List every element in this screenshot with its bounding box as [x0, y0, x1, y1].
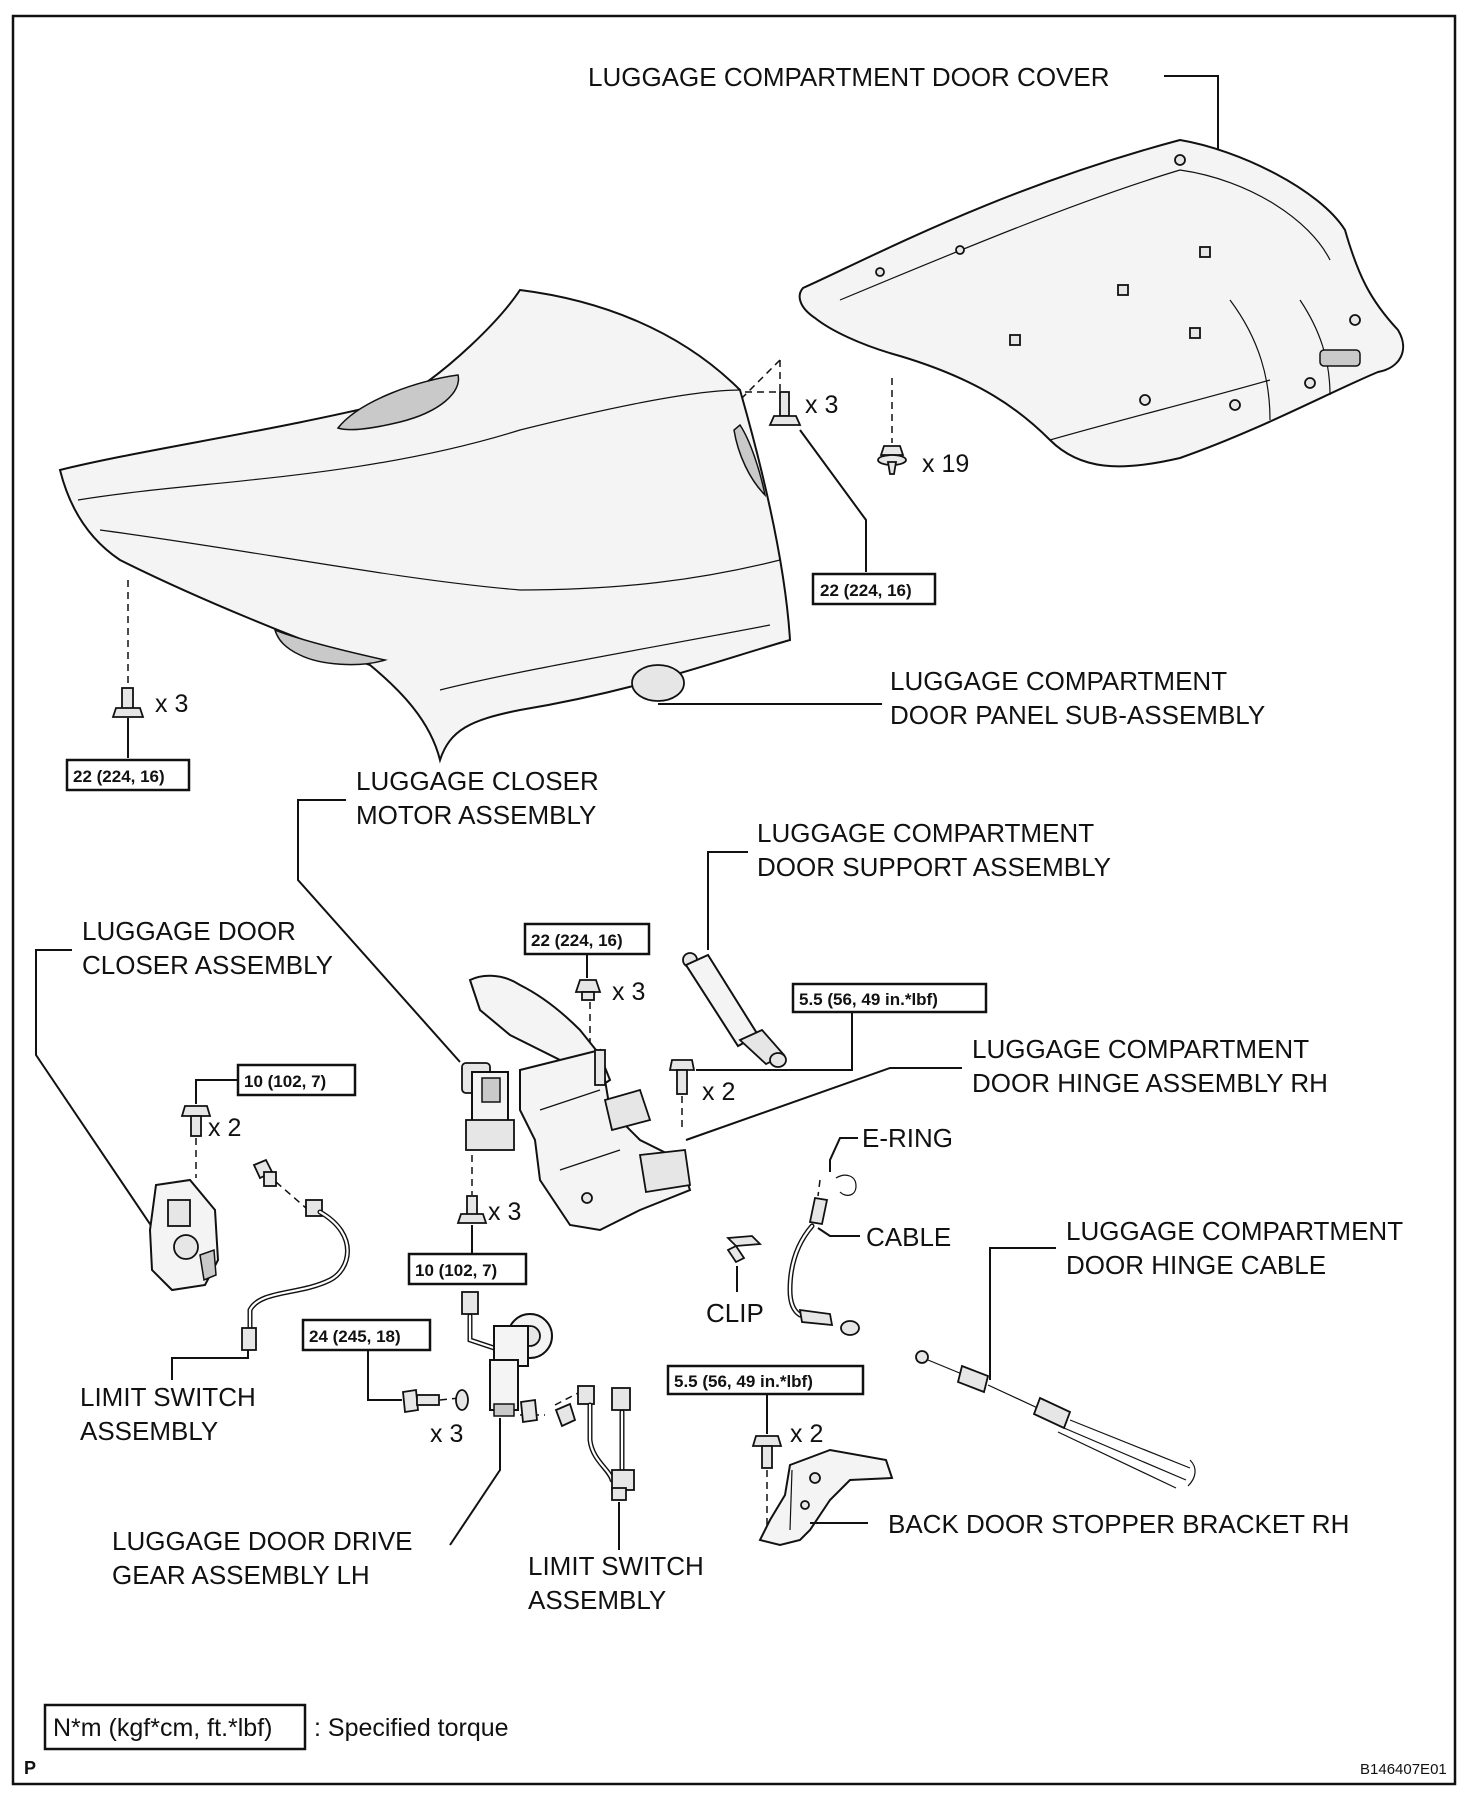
leader-support-bolt — [696, 1012, 853, 1071]
label-hinge-cable-2: DOOR HINGE CABLE — [1066, 1250, 1326, 1280]
support-illustration — [682, 952, 787, 1068]
torque-cover: 22 (224, 16) — [820, 581, 912, 600]
cable-illustration — [787, 1179, 860, 1336]
qty-cover-bolt: x 3 — [805, 391, 838, 419]
torque-closer: 10 (102, 7) — [244, 1072, 326, 1091]
limit-switch-left-illustration — [241, 1158, 350, 1351]
qty-closer-bolt: x 2 — [208, 1114, 241, 1142]
stopper-bolt-icon — [751, 1435, 783, 1528]
leader-limit-switch-left — [171, 1350, 249, 1380]
leader-gear-bolt — [367, 1350, 402, 1401]
label-door-closer-1: LUGGAGE DOOR — [82, 916, 296, 946]
torque-box-motor — [407, 1252, 528, 1286]
hinge-rh-illustration — [468, 974, 692, 1232]
label-closer-motor-2: MOTOR ASSEMBLY — [356, 800, 596, 830]
page-mark: P — [24, 1758, 36, 1778]
torque-box-cover — [811, 572, 937, 606]
torque-hinge: 22 (224, 16) — [531, 931, 623, 950]
clip-icon — [725, 1235, 763, 1264]
label-stopper-bracket: BACK DOOR STOPPER BRACKET RH — [888, 1509, 1349, 1539]
leader-closer-motor — [297, 799, 461, 1063]
leader-cable — [817, 1227, 860, 1237]
limit-switch-center-illustration — [520, 1385, 635, 1501]
label-limit-switch-center-1: LIMIT SWITCH — [528, 1551, 704, 1581]
label-support-1: LUGGAGE COMPARTMENT — [757, 818, 1094, 848]
leader-door-closer — [35, 949, 155, 1231]
label-e-ring: E-RING — [862, 1123, 953, 1153]
label-hinge-rh-1: LUGGAGE COMPARTMENT — [972, 1034, 1309, 1064]
label-door-panel-2: DOOR PANEL SUB-ASSEMBLY — [890, 700, 1265, 730]
label-limit-switch-left-1: LIMIT SWITCH — [80, 1382, 256, 1412]
leader-closer-bolt — [195, 1079, 238, 1104]
leader-hinge-cable — [989, 1247, 1056, 1380]
closer-bolt-icon — [180, 1105, 212, 1178]
label-drive-gear-1: LUGGAGE DOOR DRIVE — [112, 1526, 413, 1556]
label-clip: CLIP — [706, 1298, 764, 1328]
torque-box-gear — [301, 1318, 432, 1352]
gear-bolt-icon — [402, 1388, 461, 1414]
torque-support: 5.5 (56, 49 in.*lbf) — [799, 990, 938, 1009]
cover-clip-icon — [877, 378, 907, 475]
stopper-bracket-illustration — [758, 1448, 894, 1547]
motor-bolt-icon — [456, 1155, 488, 1224]
torque-box-support — [791, 982, 988, 1014]
panel-bolt-icon — [111, 580, 145, 718]
door-panel-illustration — [58, 288, 792, 764]
legend-unit: N*m (kgf*cm, ft.*lbf) — [53, 1714, 272, 1742]
label-door-closer-2: CLOSER ASSEMBLY — [82, 950, 333, 980]
qty-stopper-bolt: x 2 — [790, 1420, 823, 1448]
leader-cover-bolt — [799, 429, 867, 572]
label-support-2: DOOR SUPPORT ASSEMBLY — [757, 852, 1111, 882]
torque-motor: 10 (102, 7) — [415, 1261, 497, 1280]
door-cover-illustration — [798, 138, 1405, 468]
torque-stopper: 5.5 (56, 49 in.*lbf) — [674, 1372, 813, 1391]
qty-gear-bolt: x 3 — [430, 1420, 463, 1448]
legend-description: : Specified torque — [314, 1714, 509, 1742]
torque-panel: 22 (224, 16) — [73, 767, 165, 786]
torque-box-stopper — [666, 1364, 865, 1396]
legend-unit-box — [43, 1703, 307, 1751]
label-hinge-cable-1: LUGGAGE COMPARTMENT — [1066, 1216, 1403, 1246]
torque-gear: 24 (245, 18) — [309, 1327, 401, 1346]
drive-gear-illustration — [455, 1291, 553, 1417]
label-door-panel-1: LUGGAGE COMPARTMENT — [890, 666, 1227, 696]
label-cable: CABLE — [866, 1222, 951, 1252]
label-closer-motor-1: LUGGAGE CLOSER — [356, 766, 599, 796]
closer-motor-illustration — [461, 1062, 515, 1151]
leader-e-ring — [829, 1137, 858, 1172]
label-limit-switch-left-2: ASSEMBLY — [80, 1416, 218, 1446]
label-door-cover: LUGGAGE COMPARTMENT DOOR COVER — [588, 62, 1110, 92]
qty-motor-bolt: x 3 — [488, 1198, 521, 1226]
label-limit-switch-center-2: ASSEMBLY — [528, 1585, 666, 1615]
leader-drive-gear — [449, 1418, 501, 1546]
support-bolt-icon — [668, 1059, 696, 1130]
torque-box-panel — [65, 758, 191, 792]
leader-hinge-rh — [685, 1067, 962, 1141]
hinge-cable-illustration — [915, 1350, 1196, 1489]
qty-cover-clip: x 19 — [922, 450, 969, 478]
leader-door-cover — [1164, 75, 1219, 150]
label-drive-gear-2: GEAR ASSEMBLY LH — [112, 1560, 370, 1590]
leader-support — [707, 851, 748, 950]
qty-hinge-nut: x 3 — [612, 978, 645, 1006]
door-closer-illustration — [148, 1178, 220, 1292]
label-hinge-rh-2: DOOR HINGE ASSEMBLY RH — [972, 1068, 1328, 1098]
e-ring-icon — [835, 1174, 857, 1196]
qty-panel-bolt: x 3 — [155, 690, 188, 718]
qty-support-bolt: x 2 — [702, 1078, 735, 1106]
figure-id: B146407E01 — [1360, 1761, 1447, 1778]
diagram-frame — [11, 14, 1457, 1786]
